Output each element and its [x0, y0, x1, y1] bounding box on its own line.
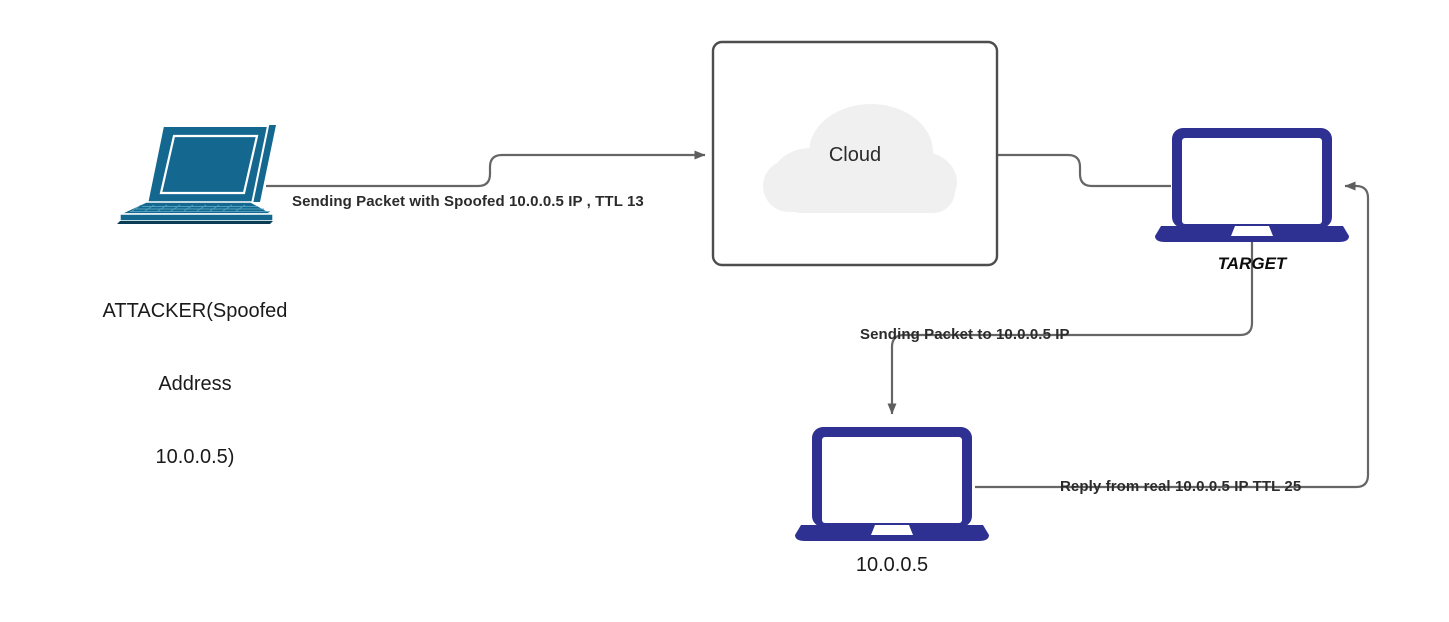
attacker-label-line-3: 10.0.0.5)	[155, 446, 235, 469]
laptop-icon	[1155, 128, 1349, 242]
edge-attacker-to-cloud	[266, 150, 706, 188]
node-attacker[interactable]	[108, 122, 278, 226]
attacker-label-line-2: Address	[158, 372, 232, 395]
cloud-container-box	[711, 40, 999, 267]
target-label: TARGET	[1217, 254, 1287, 273]
edge-cloud-to-target	[996, 153, 1171, 188]
cloud-icon	[763, 104, 957, 213]
node-victim[interactable]	[795, 425, 989, 543]
edge-victim-to-target	[975, 181, 1370, 489]
victim-label: 10.0.0.5	[855, 554, 929, 576]
edge-label-victim-to-target: Reply from real 10.0.0.5 IP TTL 25	[1060, 478, 1302, 495]
laptop-classic-icon	[117, 125, 276, 224]
node-cloud[interactable]: Cloud	[711, 40, 999, 267]
edge-target-to-victim	[887, 238, 1254, 415]
edge-label-attacker-to-cloud: Sending Packet with Spoofed 10.0.0.5 IP …	[292, 193, 644, 210]
attacker-label: ATTACKER(Spoofed Address 10.0.0.5)	[70, 250, 320, 518]
edge-label-target-to-victim: Sending Packet to 10.0.0.5 IP	[860, 326, 1070, 343]
attacker-label-line-1: ATTACKER(Spoofed	[102, 299, 288, 322]
cloud-label: Cloud	[828, 144, 882, 166]
laptop-icon	[795, 427, 989, 541]
node-target[interactable]	[1155, 126, 1349, 244]
